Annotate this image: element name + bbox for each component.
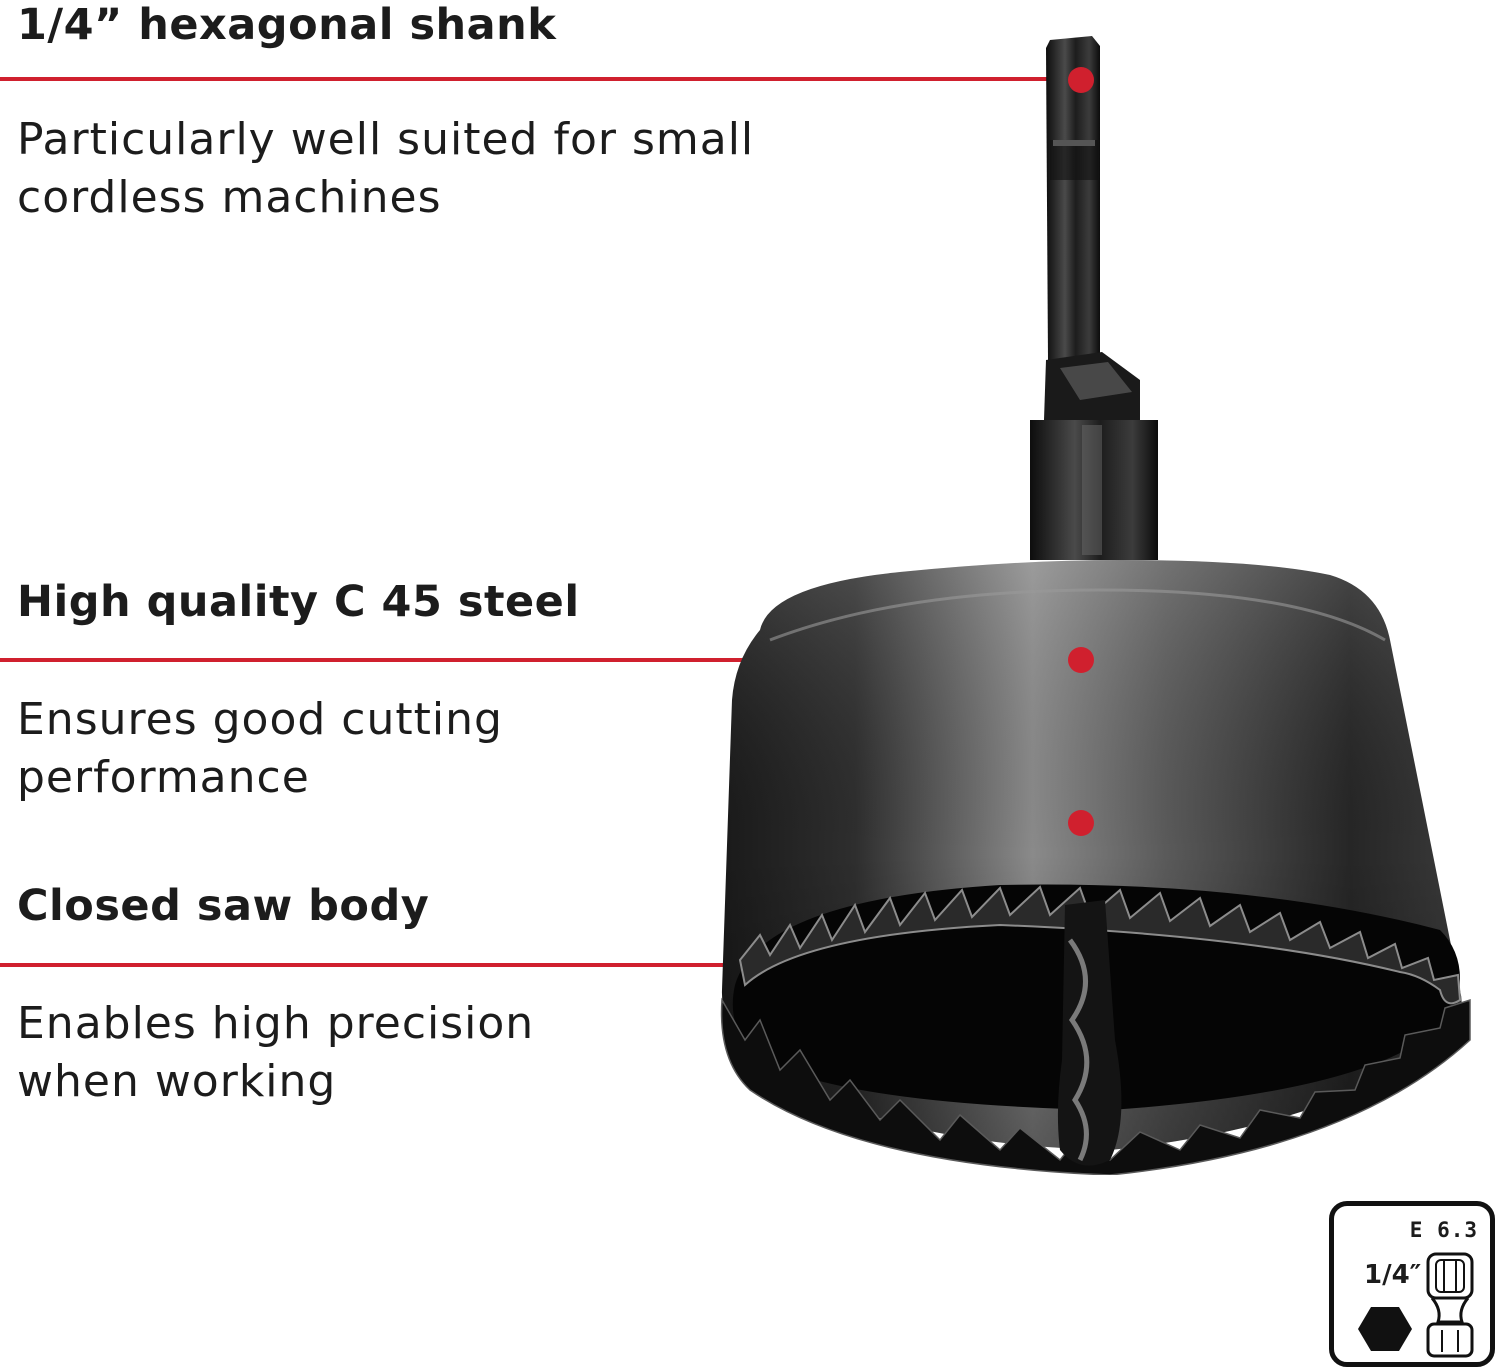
- feature-heading-body: Closed saw body: [17, 881, 430, 931]
- callout-dot-steel: [1068, 647, 1094, 673]
- description-line: Ensures good cutting: [17, 694, 503, 745]
- description-line: when working: [17, 1056, 337, 1107]
- description-line: performance: [17, 752, 310, 803]
- feature-description-shank: Particularly well suited for small cordl…: [17, 111, 837, 227]
- feature-description-steel: Ensures good cutting performance: [17, 691, 837, 807]
- callout-dot-body: [1068, 810, 1094, 836]
- hex-shank-icon: [1426, 1252, 1474, 1358]
- hole-saw-image: [720, 36, 1471, 1175]
- feature-heading-shank: 1/4” hexagonal shank: [17, 0, 557, 50]
- feature-heading-steel: High quality C 45 steel: [17, 577, 580, 627]
- spec-code: E 6.3: [1409, 1218, 1478, 1242]
- hexagon-icon: [1358, 1307, 1412, 1351]
- description-line: Enables high precision: [17, 998, 535, 1049]
- feature-description-body: Enables high precision when working: [17, 995, 837, 1111]
- shank-spec-badge: E 6.3 1/4″: [1329, 1201, 1495, 1367]
- spec-size: 1/4″: [1364, 1260, 1422, 1290]
- callout-dot-shank: [1068, 67, 1094, 93]
- description-line: cordless machines: [17, 172, 442, 223]
- description-line: Particularly well suited for small: [17, 114, 755, 165]
